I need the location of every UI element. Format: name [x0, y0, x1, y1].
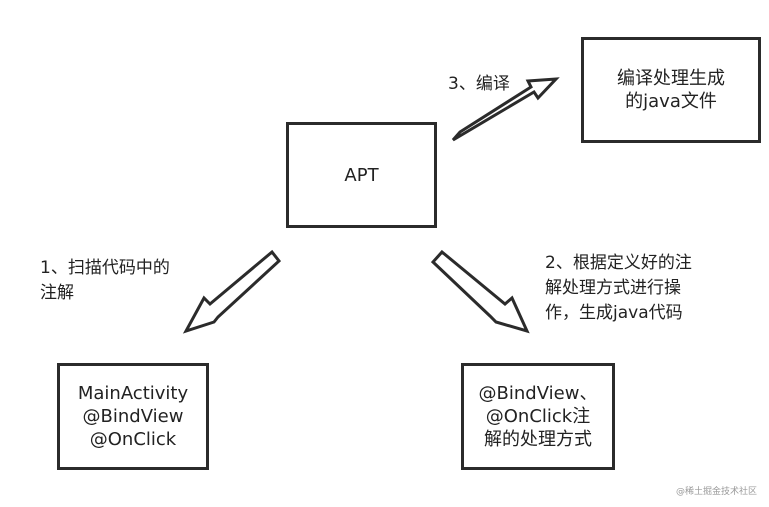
step-1-line: 1、扫描代码中的 — [40, 258, 170, 278]
handle-box-line: @OnClick注 — [485, 406, 591, 427]
arrow-compile — [451, 77, 560, 142]
main-box-line: MainActivity — [77, 383, 189, 404]
step-2-line: 解处理方式进行操 — [545, 278, 681, 298]
apt-box-line: APT — [344, 164, 379, 186]
watermark: @稀土掘金技术社区 — [675, 487, 757, 497]
main-activity-box: MainActivity @BindView @OnClick — [57, 363, 209, 470]
compile-box-line: 的java文件 — [625, 91, 717, 112]
step-2-label: 2、根据定义好的注 解处理方式进行操 作，生成java代码 — [545, 251, 725, 326]
apt-box: APT — [286, 122, 437, 228]
handle-box-line: @BindView、 — [478, 383, 598, 404]
step-2-line: 2、根据定义好的注 — [545, 253, 692, 273]
annotation-handling-box: @BindView、 @OnClick注 解的处理方式 — [461, 363, 615, 470]
step-1-label: 1、扫描代码中的 注解 — [40, 256, 200, 306]
arrow-generate — [430, 249, 530, 334]
compile-box-line: 编译处理生成 — [617, 68, 725, 89]
main-box-line: @BindView — [82, 406, 184, 427]
main-box-line: @OnClick — [89, 429, 177, 450]
step-1-line: 注解 — [40, 283, 74, 303]
step-2-line: 作，生成java代码 — [545, 303, 683, 323]
step-3-line: 3、编译 — [448, 74, 510, 94]
step-3-label: 3、编译 — [448, 72, 510, 97]
handle-box-line: 解的处理方式 — [484, 429, 592, 450]
arrow-scan — [182, 249, 282, 334]
compile-output-box: 编译处理生成 的java文件 — [581, 37, 761, 143]
